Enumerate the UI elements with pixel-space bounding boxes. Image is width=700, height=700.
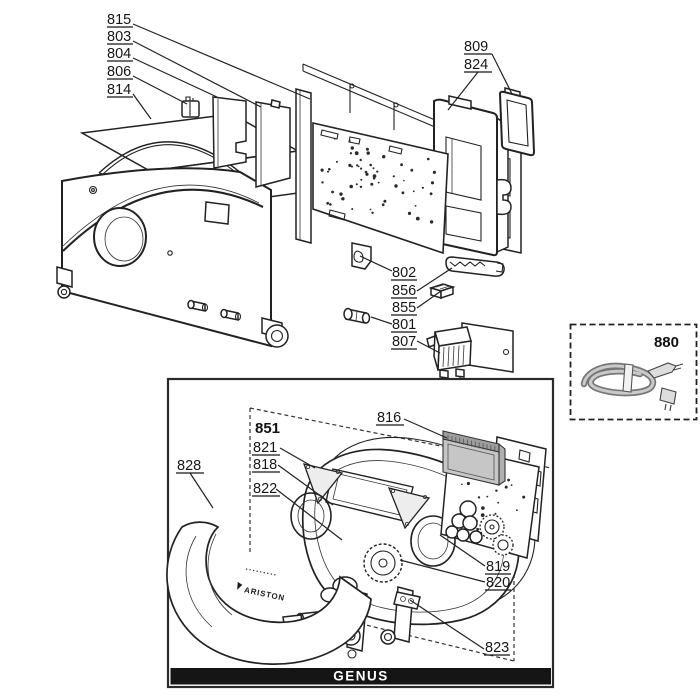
upper-exploded-view — [56, 63, 536, 384]
leader-lines-upper — [132, 23, 513, 354]
screw-pins — [187, 299, 242, 321]
leader-lines-lower — [189, 418, 486, 650]
part-label-804: 804 — [107, 46, 131, 62]
part-label-816: 816 — [377, 410, 401, 426]
board-knobs — [445, 500, 514, 556]
part-label-822: 822 — [253, 481, 277, 497]
part-label-823: 823 — [485, 640, 509, 656]
part-label-818: 818 — [253, 457, 277, 473]
model-banner-label: GENUS — [333, 669, 389, 684]
power-cable-illustration — [580, 362, 684, 412]
toothed-rail-856 — [445, 256, 505, 277]
part-label-828: 828 — [177, 458, 201, 474]
back-cover-panel-824 — [433, 95, 512, 257]
corner-bracket-right — [387, 487, 431, 530]
main-pcb — [312, 121, 449, 255]
part-label-814: 814 — [107, 82, 131, 98]
clip-frame-809 — [498, 87, 536, 157]
part-label-815: 815 — [107, 12, 131, 28]
pcb-support-frame-815 — [295, 63, 462, 244]
part-label-809: 809 — [464, 39, 488, 55]
part-label-819: 819 — [486, 559, 510, 575]
display-board-assembly — [440, 430, 547, 559]
part-label-801: 801 — [392, 317, 416, 333]
control-panel-detail-box: ARISTON — [166, 377, 555, 689]
part-label-856: 856 — [392, 283, 416, 299]
part-label-806: 806 — [107, 64, 131, 80]
part-label-880: 880 — [654, 334, 679, 351]
model-banner: GENUS — [170, 668, 551, 685]
bracket-panel-804 — [212, 96, 247, 169]
corner-bracket-left — [302, 463, 344, 505]
part-label-821: 821 — [253, 440, 277, 456]
part-label-802: 802 — [392, 265, 416, 281]
part-label-803: 803 — [107, 29, 131, 45]
group-label-851: 851 — [255, 420, 280, 437]
selector-knob — [363, 543, 403, 583]
lower-part-labels: 851 821 818 822 828 816 819 820 823 — [176, 410, 511, 656]
transformer-807 — [426, 322, 514, 384]
bracket-802 — [351, 242, 372, 270]
ariston-flame-icon — [237, 581, 243, 590]
sensor-801 — [343, 307, 371, 324]
main-backplate — [56, 167, 289, 348]
bottom-rollers — [56, 266, 289, 348]
part-label-820: 820 — [486, 575, 510, 591]
connector-855 — [428, 283, 456, 300]
connector-823 — [393, 591, 421, 610]
pcb-components — [320, 137, 436, 224]
bracket-panel-803 — [255, 99, 291, 188]
clip-part-806 — [181, 96, 200, 118]
cable-inset-box: 880 — [569, 323, 698, 421]
part-label-824: 824 — [464, 57, 488, 73]
part-label-855: 855 — [392, 300, 416, 316]
lcd-display-module — [442, 430, 506, 487]
part-label-807: 807 — [392, 334, 416, 350]
upper-part-labels: 815 803 804 806 814 809 824 802 856 855 … — [107, 12, 513, 354]
